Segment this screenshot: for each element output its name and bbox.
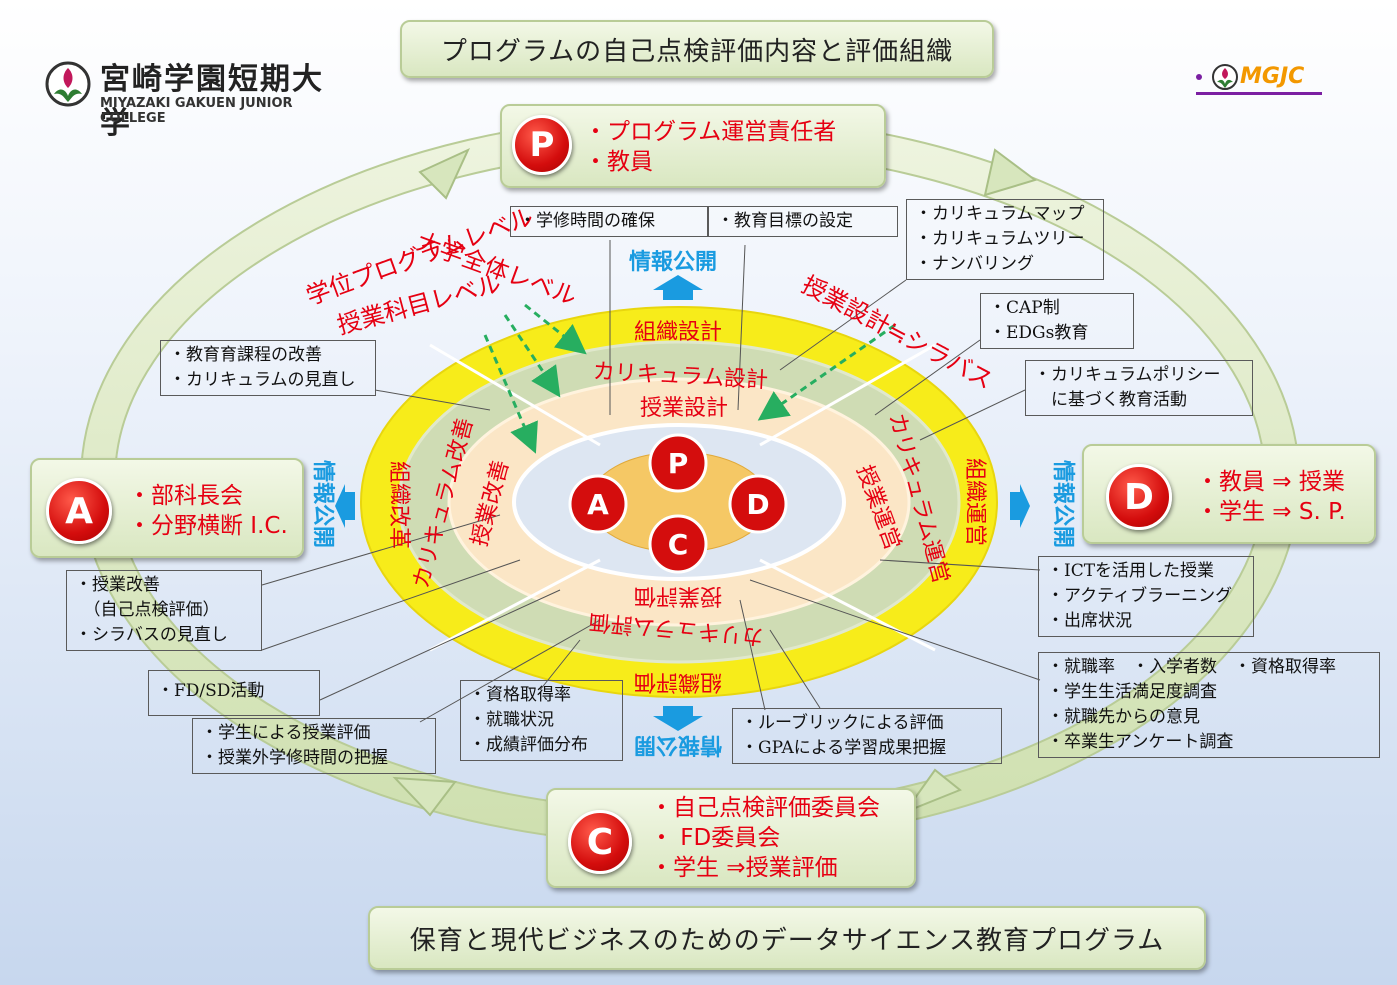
note-course-improve: ・教育育課程の改善・カリキュラムの見直し bbox=[160, 340, 376, 396]
footer-banner: 保育と現代ビジネスのためのデータサイエンス教育プログラム bbox=[368, 906, 1206, 970]
college-emblem-icon bbox=[45, 61, 91, 107]
level-arrows bbox=[483, 303, 896, 454]
check-item-fd: ・ FD委員会 bbox=[650, 825, 781, 851]
do-badge: D bbox=[1106, 464, 1172, 530]
plan-badge: P bbox=[512, 115, 572, 175]
plan-panel: P ・プログラム運営責任者 ・教員 bbox=[500, 104, 886, 188]
mgjc-underline bbox=[1196, 92, 1322, 95]
center-c: C bbox=[648, 514, 708, 574]
org-design-label: 組織設計 bbox=[634, 320, 722, 345]
info-arrow-right bbox=[1010, 484, 1030, 528]
svg-text:D: D bbox=[746, 488, 769, 521]
check-item-student-eval: ・学生 ⇒授業評価 bbox=[650, 855, 838, 881]
class-design-label: 授業設計 bbox=[640, 396, 728, 421]
info-public-arrows bbox=[335, 275, 1030, 731]
svg-text:P: P bbox=[668, 447, 689, 480]
note-edu-goals: ・教育目標の設定 bbox=[708, 206, 898, 237]
act-panel: A ・部科長会 ・分野横断 I.C. bbox=[30, 458, 304, 558]
mgjc-dot bbox=[1196, 74, 1202, 80]
college-subtitle: MIYAZAKI GAKUEN JUNIOR COLLEGE bbox=[100, 96, 293, 126]
info-public-left: 情報公開 bbox=[310, 460, 336, 548]
note-student-eval: ・学生による授業評価・授業外学修時間の把握 bbox=[192, 718, 436, 774]
info-arrow-left bbox=[335, 484, 355, 528]
mgjc-label: MGJC bbox=[1240, 64, 1305, 89]
check-panel: C ・自己点検評価委員会 ・ FD委員会 ・学生 ⇒授業評価 bbox=[546, 788, 916, 888]
info-public-top: 情報公開 bbox=[629, 249, 717, 275]
cycle-arrow-d-to-c bbox=[902, 768, 962, 815]
note-ict: ・ICTを活用した授業・アクティブラーニング・出席状況 bbox=[1038, 556, 1254, 637]
org-operate-label: 組織運営 bbox=[962, 458, 987, 546]
center-d: D bbox=[728, 474, 788, 534]
ring-separators bbox=[429, 343, 936, 652]
plan-item-manager: ・プログラム運営責任者 bbox=[584, 119, 837, 145]
note-curriculum-map: ・カリキュラムマップ・カリキュラムツリー・ナンバリング bbox=[906, 199, 1104, 280]
note-connectors bbox=[261, 240, 1041, 723]
do-item-teacher: ・教員 ⇒ 授業 bbox=[1196, 469, 1345, 495]
plan-item-teacher: ・教員 bbox=[584, 149, 653, 175]
center-p: P bbox=[648, 433, 708, 493]
info-public-bottom: 情報公開 bbox=[634, 732, 722, 758]
info-public-right: 情報公開 bbox=[1050, 460, 1076, 548]
check-badge: C bbox=[568, 810, 632, 874]
note-cap: ・CAP制・EDGs教育 bbox=[980, 293, 1134, 349]
cycle-arrow-c-to-a bbox=[392, 776, 457, 817]
act-badge: A bbox=[46, 478, 112, 544]
mgjc-badge: MGJC bbox=[1196, 62, 1322, 96]
note-employment: ・就職率 ・入学者数 ・資格取得率・学生生活満足度調査・就職先からの意見・卒業生… bbox=[1038, 652, 1380, 758]
mgjc-emblem-icon bbox=[1212, 64, 1238, 90]
note-curriculum-policy: ・カリキュラムポリシー に基づく教育活動 bbox=[1025, 360, 1253, 416]
do-panel: D ・教員 ⇒ 授業 ・学生 ⇒ S. P. bbox=[1082, 444, 1376, 544]
footer-text: 保育と現代ビジネスのためのデータサイエンス教育プログラム bbox=[409, 925, 1165, 956]
college-logo: 宮崎学園短期大学 MIYAZAKI GAKUEN JUNIOR COLLEGE bbox=[44, 54, 344, 141]
check-item-committee: ・自己点検評価委員会 bbox=[650, 795, 880, 821]
do-item-student: ・学生 ⇒ S. P. bbox=[1196, 499, 1346, 525]
info-arrow-up bbox=[653, 275, 703, 300]
center-a: A bbox=[568, 474, 628, 534]
title-banner: プログラムの自己点検評価内容と評価組織 bbox=[400, 20, 994, 78]
note-rubric: ・ルーブリックによる評価・GPAによる学習成果把握 bbox=[732, 708, 1002, 764]
org-improve-label: 組織改革 bbox=[386, 461, 411, 549]
title-text: プログラムの自己点検評価内容と評価組織 bbox=[440, 36, 954, 67]
note-class-improve: ・授業改善 （自己点検評価）・シラバスの見直し bbox=[66, 570, 262, 651]
act-item-ic: ・分野横断 I.C. bbox=[128, 513, 288, 539]
class-eval-label: 授業評価 bbox=[634, 583, 722, 608]
note-fdsd: ・FD/SD活動 bbox=[148, 670, 320, 716]
svg-text:A: A bbox=[587, 488, 609, 521]
info-arrow-down bbox=[653, 706, 703, 731]
college-name: 宮崎学園短期大学 bbox=[100, 62, 324, 141]
org-eval-label: 組織評価 bbox=[634, 669, 722, 694]
cycle-arrow-a-to-p bbox=[418, 147, 471, 200]
note-qualification: ・資格取得率・就職状況・成績評価分布 bbox=[460, 680, 623, 761]
cycle-arrow-p-to-d bbox=[983, 148, 1038, 197]
note-study-time: ・学修時間の確保 bbox=[510, 206, 708, 237]
act-item-heads: ・部科長会 bbox=[128, 483, 243, 509]
svg-text:C: C bbox=[668, 528, 689, 561]
